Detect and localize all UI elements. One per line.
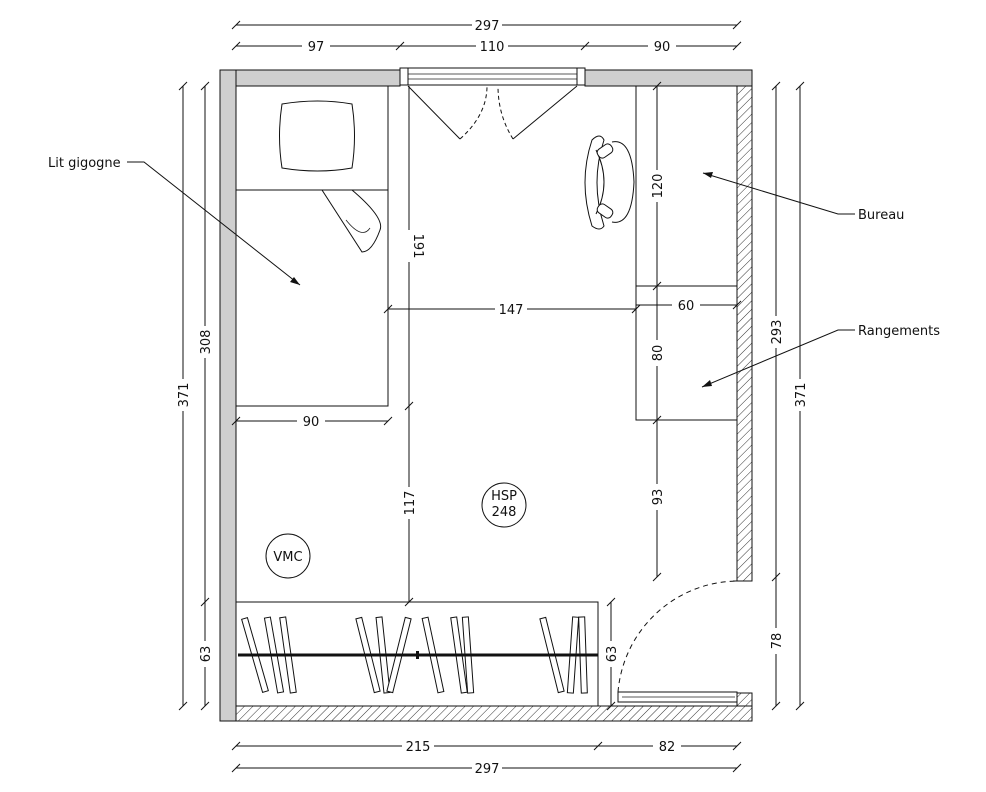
dim-top-right: 90 (654, 40, 671, 55)
callouts: Lit gigogne Bureau Rangements (48, 156, 940, 388)
wall-top-right (584, 69, 753, 87)
hsp-title: HSP (491, 489, 517, 504)
dim-left-bottom: 63 (199, 646, 214, 663)
pillow (279, 100, 355, 172)
door (617, 580, 740, 703)
vmc-label: VMC (273, 550, 302, 565)
chair (584, 135, 635, 230)
dim-bed-length: 191 (410, 234, 425, 259)
dim-bed-width: 90 (303, 415, 320, 430)
walls (219, 69, 753, 722)
window (399, 67, 586, 140)
dim-right-bottom: 78 (770, 633, 785, 650)
dim-top-window: 110 (480, 40, 505, 55)
dim-storage-length: 80 (651, 345, 666, 362)
hsp-value: 248 (492, 505, 517, 520)
dim-aisle: 117 (403, 491, 418, 516)
wall-right-stub (736, 692, 753, 707)
bed-sheet-fold (321, 189, 382, 253)
dim-top-left: 97 (308, 40, 325, 55)
dim-right-outer: 371 (794, 383, 809, 408)
dim-bottom-left: 215 (406, 740, 431, 755)
dim-bed-to-storage: 147 (499, 303, 524, 318)
label-desk: Bureau (858, 208, 904, 223)
dim-left-outer: 371 (177, 383, 192, 408)
label-storage: Rangements (858, 324, 940, 339)
dim-top-total: 297 (475, 19, 500, 34)
dim-bottom-total: 297 (475, 762, 500, 777)
vmc-marker: VMC (265, 533, 311, 579)
dim-storage-depth: 60 (678, 299, 695, 314)
wardrobe (235, 601, 599, 707)
dim-left-inner: 308 (199, 330, 214, 355)
hsp-marker: HSP 248 (481, 482, 527, 528)
dim-wardrobe-depth: 63 (605, 646, 620, 663)
wall-left (219, 69, 237, 722)
dim-desk-length: 120 (651, 174, 666, 199)
wall-right-hatched (736, 85, 753, 582)
dim-storage-to-door: 93 (651, 489, 666, 506)
label-bed: Lit gigogne (48, 156, 121, 171)
bed (235, 85, 389, 407)
wall-bottom-hatched (235, 705, 753, 722)
door-swing (617, 580, 740, 693)
dim-right-inner: 293 (770, 320, 785, 345)
wall-top-left (219, 69, 401, 87)
dimension-labels: 297 97 110 90 215 82 297 371 308 63 293 … (175, 17, 809, 777)
dim-bottom-right: 82 (659, 740, 676, 755)
